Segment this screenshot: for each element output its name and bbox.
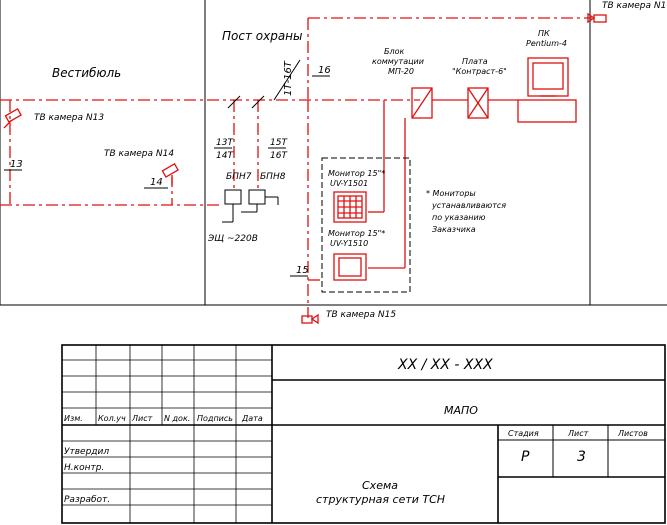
title-block: Изм. Кол.уч Лист N док. Подпись Дата Утв…: [61, 344, 666, 524]
wire-marks: 1Т-16Т 16 13 14 15 13Т 14Т 15Т 16Т: [4, 59, 331, 277]
switch-label-2: коммутации: [372, 57, 424, 66]
cable-routes: [0, 17, 592, 318]
camera-n13: ТВ камера N13: [3, 108, 104, 129]
monitor2-label-2: UV-Y1510: [330, 239, 368, 248]
pc-label-1: ПК: [538, 29, 550, 38]
col-list: Лист: [131, 414, 153, 423]
col-data: Дата: [241, 414, 263, 423]
sheet-label: Лист: [567, 429, 589, 438]
monitor-group: Монитор 15"* UV-Y1501 Монитор 15"* UV-Y1…: [321, 157, 411, 293]
switch-label-1: Блок: [384, 47, 404, 56]
sheets-label: Листов: [617, 429, 648, 438]
mark-16: 16: [318, 65, 331, 76]
switch-label-3: МП-20: [388, 67, 414, 76]
pc: ПК Pentium-4: [517, 29, 577, 123]
role-norm-control: Н.контр.: [64, 463, 104, 473]
mark-15t: 15Т: [270, 138, 288, 148]
monitor-note: * Мониторы устанавливаются по указанию З…: [426, 189, 506, 234]
monitor-2: Монитор 15"* UV-Y1510: [328, 229, 385, 281]
camera-icon: [3, 108, 22, 129]
camera-icon: [301, 313, 319, 325]
col-podpis: Подпись: [197, 414, 233, 423]
stage-label: Стадия: [508, 429, 539, 438]
monitor1-label-2: UV-Y1501: [330, 179, 368, 188]
col-n-dok: N док.: [164, 414, 190, 423]
svg-text:по указанию: по указанию: [432, 213, 486, 222]
camera-label-n13: ТВ камера N13: [34, 113, 104, 123]
doc-code: XX / XX - XXX: [397, 357, 493, 373]
svg-text:Заказчика: Заказчика: [432, 225, 476, 234]
board-label-2: "Контраст-6": [452, 67, 507, 76]
power-panel-label: ЭЩ ~220В: [207, 234, 258, 244]
monitor-1: Монитор 15"* UV-Y1501: [328, 169, 385, 223]
mark-14t: 14Т: [216, 151, 234, 161]
room-label-vestibule: Вестибюль: [52, 66, 121, 80]
board-label-1: Плата: [462, 57, 488, 66]
camera-label-n16: ТВ камера N16: [602, 1, 667, 11]
grid-display-icon: [337, 195, 363, 219]
board-kontrast: Плата "Контраст-6": [452, 57, 507, 119]
camera-icon: [587, 12, 607, 24]
mark-13t: 13Т: [216, 138, 234, 148]
svg-text:устанавливаются: устанавливаются: [431, 201, 506, 210]
power-unit-bpn8: БПН8: [248, 172, 286, 205]
camera-n15: ТВ камера N15: [301, 310, 396, 325]
drawing-title-2: структурная сети ТСН: [316, 493, 445, 506]
bundle-mark: 1Т-16Т: [283, 60, 294, 96]
bpn8-label: БПН8: [260, 172, 286, 182]
camera-icon: [161, 163, 179, 185]
power-unit-bpn7: БПН7: [224, 172, 252, 205]
power-wiring: ЭЩ ~220В: [207, 196, 279, 244]
camera-n14: ТВ камера N14: [104, 149, 179, 185]
org-name: МАПО: [444, 404, 478, 417]
svg-text:* Мониторы: * Мониторы: [426, 189, 476, 198]
mark-15: 15: [296, 265, 309, 276]
switch-unit: Блок коммутации МП-20: [372, 47, 433, 119]
stage-value: Р: [521, 449, 530, 465]
mark-14: 14: [150, 177, 163, 188]
role-approved: Утвердил: [64, 447, 109, 457]
pc-label-2: Pentium-4: [526, 39, 567, 48]
mark-16t: 16Т: [270, 151, 288, 161]
drawing-title-1: Схема: [362, 479, 398, 492]
monitor1-label-1: Монитор 15"*: [328, 169, 385, 178]
camera-label-n15: ТВ камера N15: [326, 310, 396, 320]
monitor2-label-1: Монитор 15"*: [328, 229, 385, 238]
role-developer: Разработ.: [64, 495, 110, 505]
sheet-value: 3: [577, 449, 586, 465]
camera-label-n14: ТВ камера N14: [104, 149, 174, 159]
building-walls: [0, 0, 667, 306]
col-izm: Изм.: [64, 414, 83, 423]
mark-13: 13: [10, 159, 23, 170]
col-kol-uch: Кол.уч: [98, 414, 126, 423]
camera-n16: ТВ камера N16: [587, 1, 667, 24]
bpn7-label: БПН7: [226, 172, 252, 182]
room-label-guard-post: Пост охраны: [222, 29, 303, 43]
